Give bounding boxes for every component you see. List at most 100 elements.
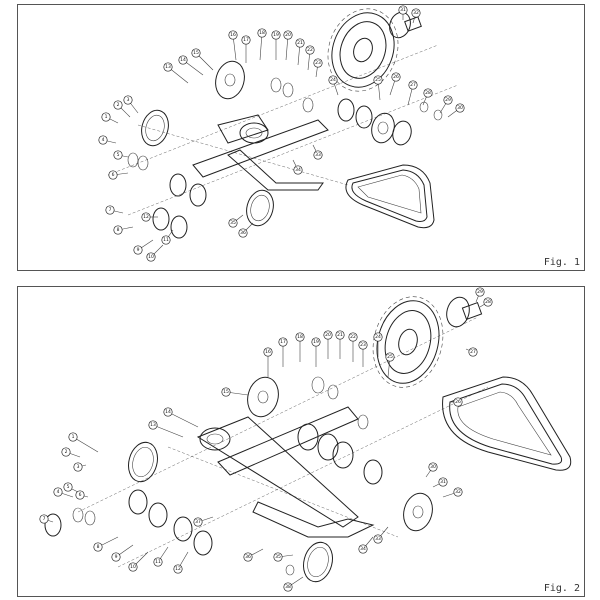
callout-bubble: [63, 482, 73, 492]
callout-bubble: [101, 112, 111, 122]
callout-number: 35: [275, 554, 281, 560]
callout-number: 15: [193, 50, 199, 56]
callout-bubble: [323, 330, 333, 340]
callout-number: 30: [430, 464, 436, 470]
callout-bubble: [128, 562, 138, 572]
callout-bubble: [113, 150, 123, 160]
rubber-track: [442, 376, 572, 471]
callout-bubble: [93, 542, 103, 552]
callout-number: 26: [393, 74, 399, 80]
callout-bubble: [163, 62, 173, 72]
callout-number: 6: [79, 492, 82, 498]
callout-number: 16: [265, 349, 271, 355]
callout-bubble: [243, 552, 253, 562]
callout-bubble: [283, 30, 293, 40]
leader-line: [167, 411, 199, 428]
callout-number: 27: [410, 82, 416, 88]
callout-number: 37: [195, 519, 201, 525]
leader-line: [152, 424, 184, 438]
leader-line: [72, 436, 99, 453]
callout-bubble: [75, 490, 85, 500]
callout-number: 9: [115, 554, 118, 560]
callout-number: 8: [117, 227, 120, 233]
callout-number: 13: [150, 422, 156, 428]
callout-bubble: [475, 287, 485, 297]
callout-bubble: [161, 235, 171, 245]
callout-bubble: [105, 205, 115, 215]
swing-arm-frame: [192, 114, 329, 191]
callout-number: 23: [315, 60, 321, 66]
bearing-washer: [127, 77, 443, 171]
callout-number: 19: [273, 32, 279, 38]
callout-number: 14: [180, 57, 186, 63]
callout-number: 34: [295, 167, 301, 173]
callout-number: 13: [165, 64, 171, 70]
callout-bubble: [311, 337, 321, 347]
callout-bubble: [113, 100, 123, 110]
callout-number: 28: [425, 90, 431, 96]
callout-number: 36: [240, 230, 246, 236]
callout-number: 5: [117, 152, 120, 158]
callout-number: 18: [297, 334, 303, 340]
callout-bubble: [278, 337, 288, 347]
idler-wheel: [392, 120, 412, 146]
callout-number: 23: [360, 342, 366, 348]
callout-number: 3: [77, 464, 80, 470]
callout-bubble: [391, 72, 401, 82]
bogie-wheel: [152, 98, 373, 239]
callout-number: 17: [280, 339, 286, 345]
callout-number: 8: [97, 544, 100, 550]
callout-number: 35: [230, 220, 236, 226]
callout-number: 1: [105, 114, 108, 120]
drive-sprocket: [372, 296, 444, 388]
callout-number: 1: [72, 434, 75, 440]
idler-wheel: [403, 492, 433, 532]
callout-number: 22: [307, 47, 313, 53]
figure-label: Fig. 2: [543, 583, 580, 594]
callout-number: 24: [375, 334, 381, 340]
callout-number: 28: [485, 299, 491, 305]
callout-number: 33: [315, 152, 321, 158]
callout-bubble: [335, 330, 345, 340]
callout-bubble: [68, 432, 78, 442]
figure-label: Fig. 1: [543, 257, 580, 268]
callout-bubble: [438, 477, 448, 487]
callout-bubble: [373, 332, 383, 342]
callout-bubble: [295, 38, 305, 48]
callout-number: 32: [413, 10, 419, 16]
callout-number: 7: [43, 516, 46, 522]
callout-number: 29: [477, 289, 483, 295]
callout-bubble: [111, 552, 121, 562]
callout-number: 19: [313, 339, 319, 345]
callout-number: 3: [127, 97, 130, 103]
callout-number: 21: [337, 332, 343, 338]
callout-number: 12: [175, 566, 181, 572]
callout-number: 20: [285, 32, 291, 38]
callout-number: 30: [457, 105, 463, 111]
callout-number: 14: [165, 409, 171, 415]
callout-bubble: [455, 103, 465, 113]
road-wheel: [128, 441, 158, 483]
callout-number: 17: [243, 37, 249, 43]
callout-bubble: [358, 544, 368, 554]
callout-bubble: [238, 228, 248, 238]
callout-bubble: [411, 8, 421, 18]
callout-number: 29: [445, 97, 451, 103]
callout-bubble: [305, 45, 315, 55]
callout-bubble: [468, 347, 478, 357]
callout-number: 24: [330, 77, 336, 83]
callout-bubble: [453, 397, 463, 407]
callout-bubble: [146, 252, 156, 262]
idler-wheel: [247, 376, 279, 418]
callout-bubble: [113, 225, 123, 235]
callout-number: 32: [455, 489, 461, 495]
callout-bubble: [148, 420, 158, 430]
callout-bubble: [328, 75, 338, 85]
idler-wheel: [371, 112, 395, 144]
callout-number: 12: [143, 214, 149, 220]
callout-bubble: [443, 95, 453, 105]
road-wheel: [246, 189, 274, 227]
